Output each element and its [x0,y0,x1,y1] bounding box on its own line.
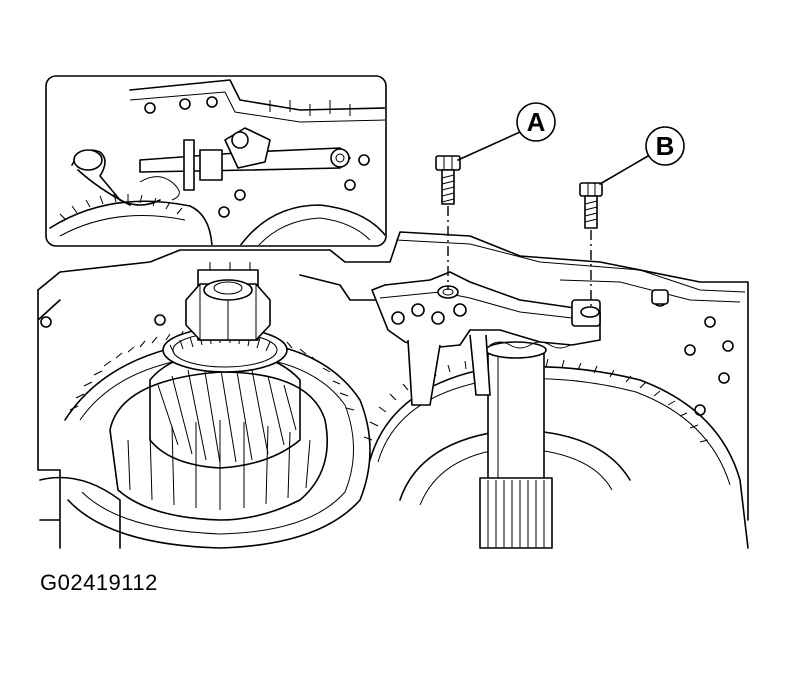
left-gear-cluster [39,269,371,549]
figure-id: G02419112 [40,570,158,595]
detail-inset [45,75,387,247]
right-ring-gear [363,341,749,549]
transmission-housing [37,231,749,521]
bolt-a [435,155,461,290]
interlock-bracket [371,271,601,406]
callout-a: A [457,102,556,161]
bolt-b [579,182,603,308]
callout-b: B [599,126,685,185]
callout-a-label: A [527,107,546,137]
callout-b-label: B [656,131,675,161]
